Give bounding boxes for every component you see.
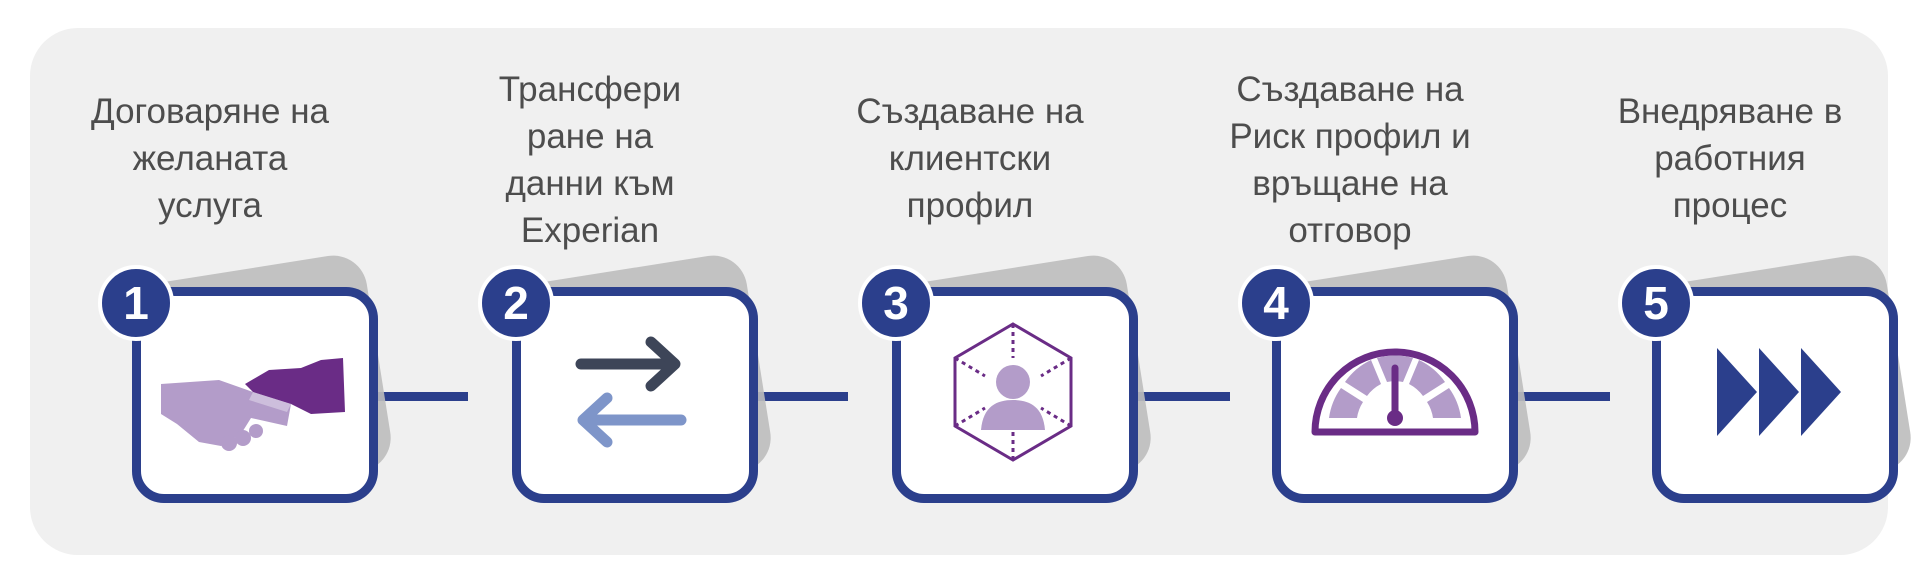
step-3: Създаване на клиентски профил 3 [820, 0, 1156, 580]
step-card [1652, 287, 1898, 503]
step-number-badge: 5 [1618, 265, 1694, 341]
step-label: Създаване на Риск профил и връщане на от… [1229, 70, 1471, 250]
connector-line-2-3 [708, 392, 848, 401]
connector-line-1-2 [328, 392, 468, 401]
transfer-arrows-icon [575, 336, 687, 448]
step-5: Внедряване в работния процес 5 [1580, 0, 1916, 580]
connector-line-4-5 [1470, 392, 1610, 401]
gauge-icon [1311, 348, 1479, 436]
step-4: Създаване на Риск профил и връщане на от… [1200, 0, 1536, 580]
step-2: Трансфери ране на данни към Experian 2 [440, 0, 776, 580]
step-label: Създаване на клиентски профил [856, 92, 1084, 225]
step-number-badge: 4 [1238, 265, 1314, 341]
handshake-icon [161, 358, 345, 451]
step-label: Договаряне на желаната услуга [90, 92, 330, 225]
step-number-badge: 3 [858, 265, 934, 341]
step-card [512, 287, 758, 503]
step-card [892, 287, 1138, 503]
step-1: Договаряне на желаната услуга 1 [60, 0, 396, 580]
step-card [132, 287, 378, 503]
step-card [1272, 287, 1518, 503]
profile-cube-icon [953, 322, 1073, 462]
step-number-badge: 2 [478, 265, 554, 341]
step-label: Трансфери ране на данни към Experian [498, 70, 682, 250]
step-label: Внедряване в работния процес [1617, 92, 1843, 225]
connector-line-3-4 [1090, 392, 1230, 401]
fast-forward-icon [1717, 348, 1841, 436]
step-number-badge: 1 [98, 265, 174, 341]
